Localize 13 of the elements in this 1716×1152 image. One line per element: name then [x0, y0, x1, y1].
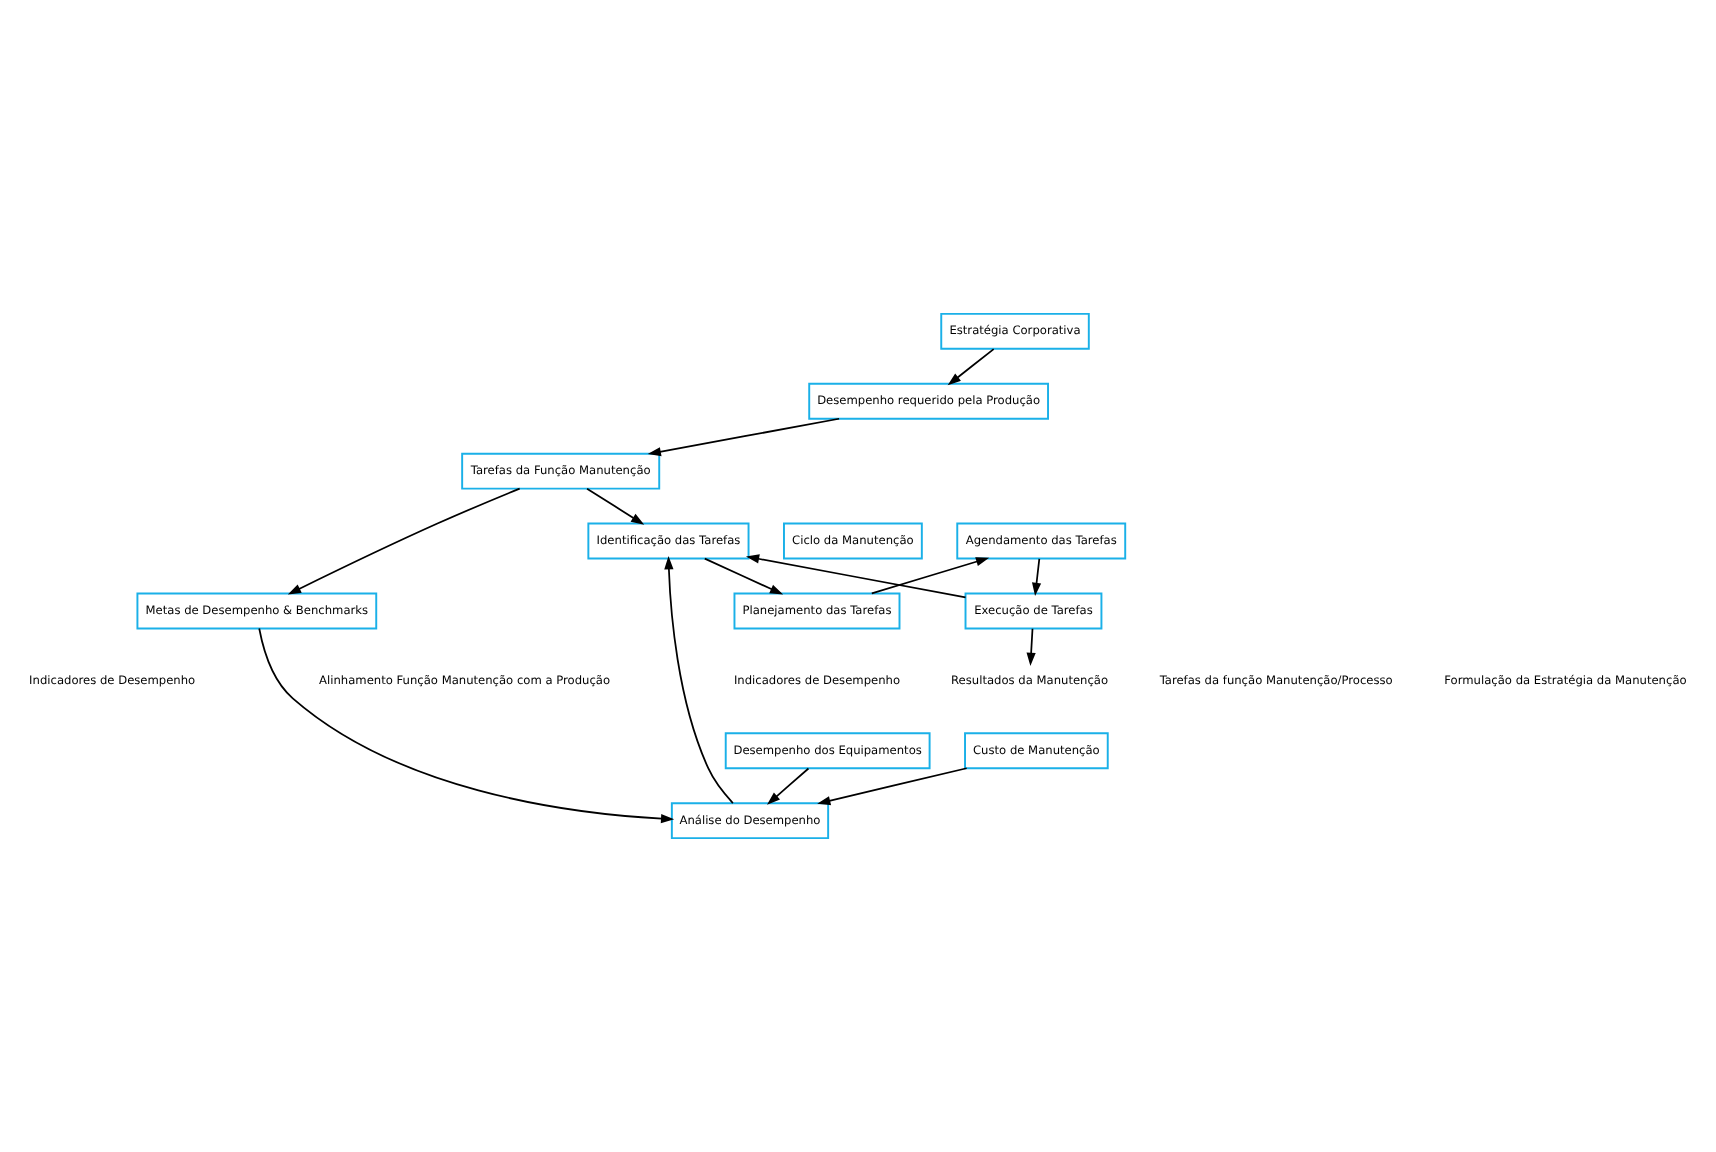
- arrow: [1031, 557, 1042, 596]
- arrow: [586, 487, 645, 525]
- arrow: [703, 557, 784, 595]
- arrow: [947, 348, 995, 386]
- arrow: [258, 627, 675, 824]
- arrow: [745, 554, 967, 599]
- arrow: [1026, 627, 1036, 666]
- arrow: [287, 487, 521, 595]
- arrow: [767, 767, 810, 805]
- arrow: [870, 557, 990, 595]
- arrow: [817, 767, 968, 806]
- arrow: [647, 417, 840, 457]
- arrow: [664, 556, 734, 804]
